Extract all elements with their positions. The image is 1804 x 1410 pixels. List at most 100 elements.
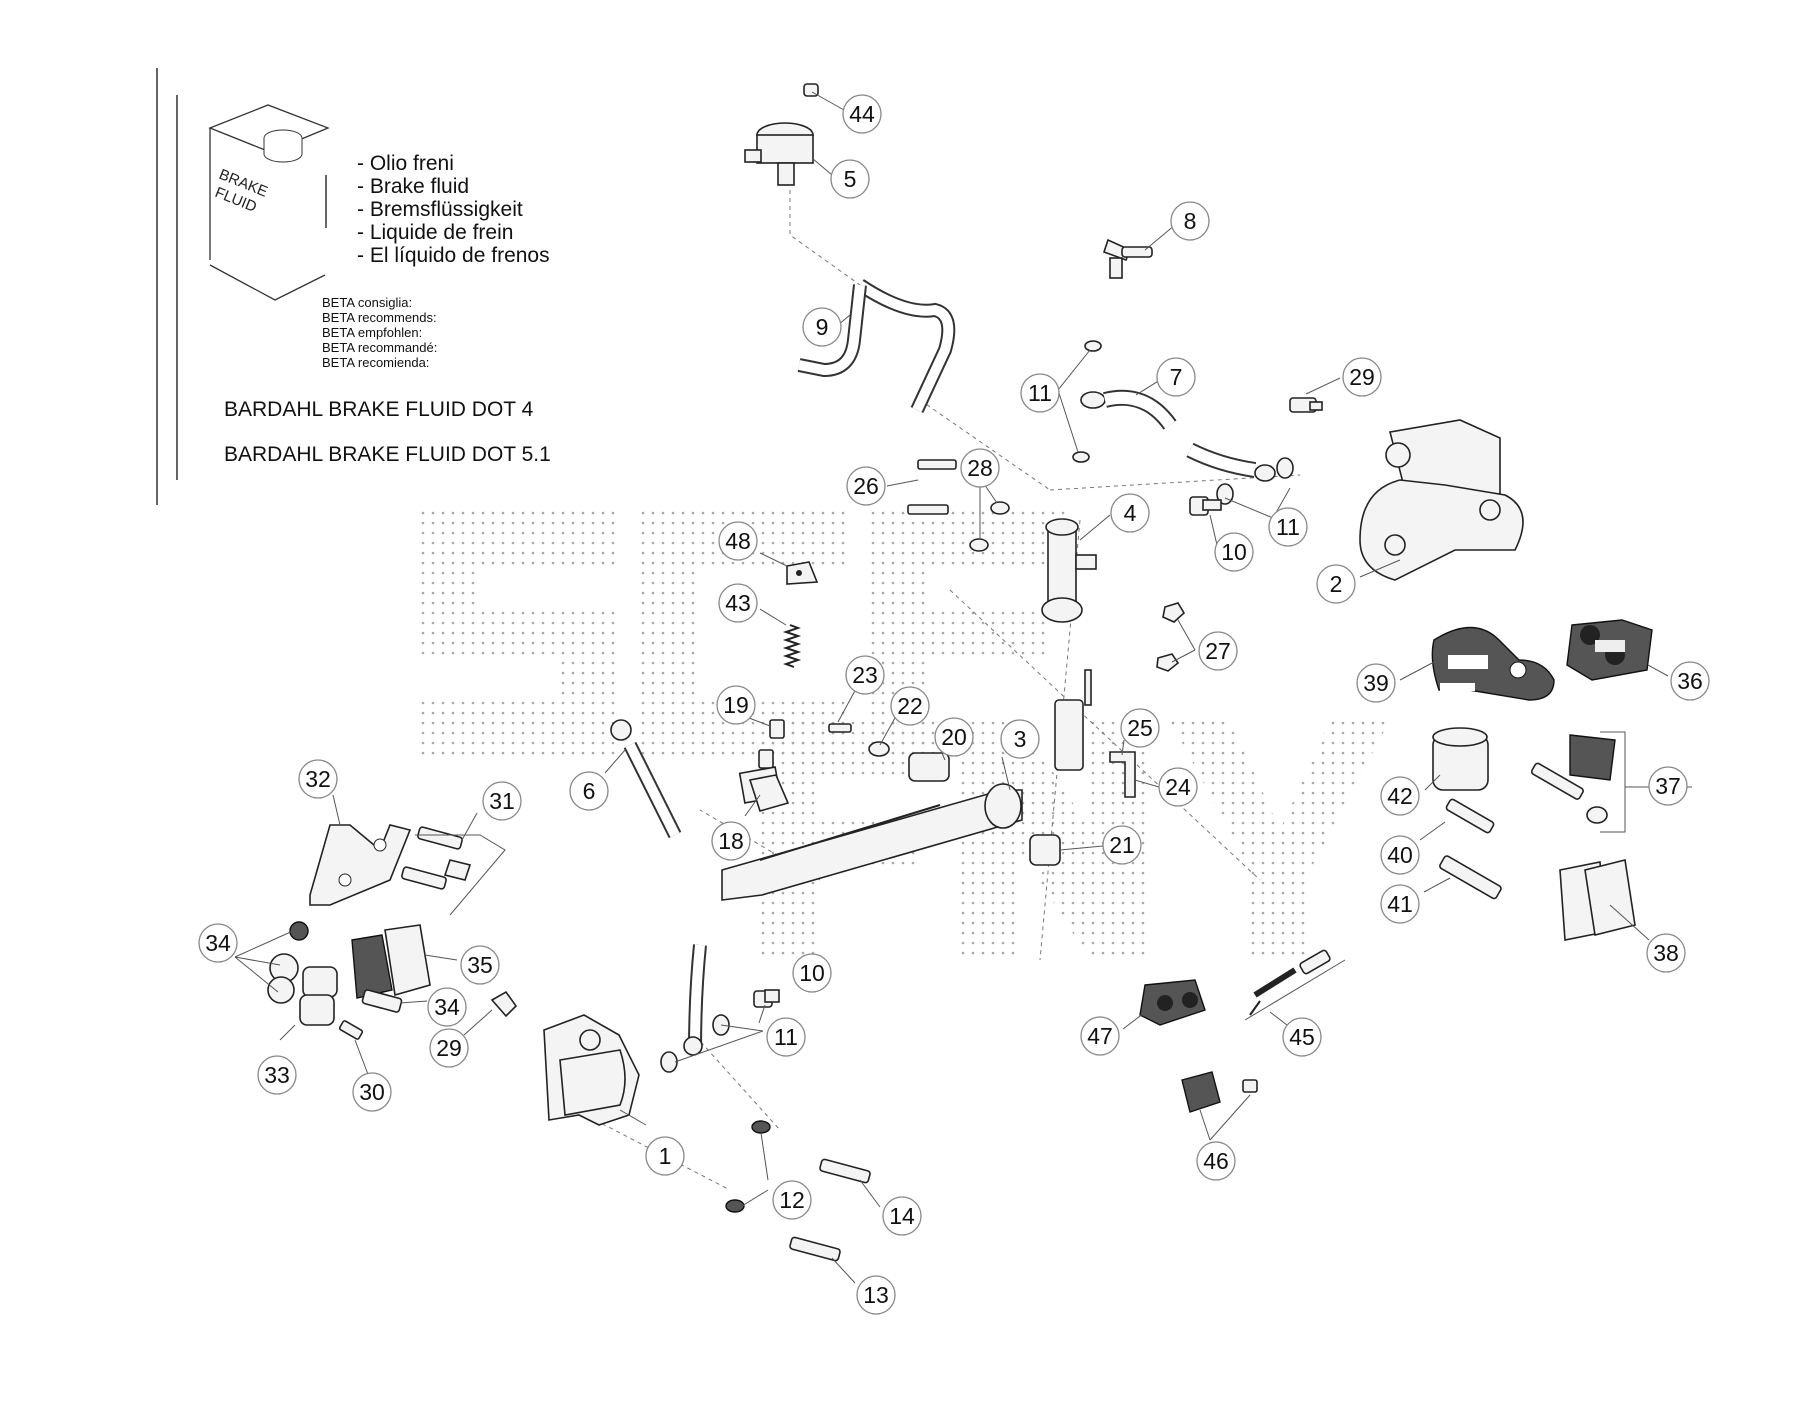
callout-number: 18 [718, 828, 744, 854]
callout-number: 23 [852, 662, 878, 688]
callout-20: 20 [934, 717, 974, 757]
part-bracket-32 [309, 824, 412, 906]
callout-circle [569, 771, 609, 811]
callout-circle [1648, 766, 1688, 806]
callout-number: 29 [1349, 364, 1375, 390]
part-master-cylinder-4 [1041, 518, 1097, 623]
callout-30: 30 [352, 1072, 392, 1112]
part-hose-lower [683, 944, 707, 1056]
callout-44: 44 [842, 94, 882, 134]
part-pad-38 [1559, 859, 1636, 941]
callout-48: 48 [718, 521, 758, 561]
callout-35: 35 [460, 945, 500, 985]
callout-41: 41 [1380, 884, 1420, 924]
callout-circle [1102, 825, 1142, 865]
callout-circle [1214, 532, 1254, 572]
part-kit-36 [1566, 619, 1653, 681]
callout-circle [830, 159, 870, 199]
callout-number: 40 [1387, 842, 1413, 868]
callout-11: 11 [766, 1017, 806, 1057]
callout-number: 41 [1387, 891, 1413, 917]
bracket-45 [1244, 959, 1346, 1021]
callout-circle [716, 685, 756, 725]
callout-40: 40 [1380, 835, 1420, 875]
callout-number: 2 [1330, 571, 1343, 597]
callout-6: 6 [569, 771, 609, 811]
callout-39: 39 [1356, 663, 1396, 703]
callout-18: 18 [711, 821, 751, 861]
callout-10: 10 [792, 953, 832, 993]
callout-number: 39 [1363, 670, 1389, 696]
part-hose-9 [797, 279, 956, 413]
callout-circle [429, 1028, 469, 1068]
callout-29: 29 [1342, 357, 1382, 397]
callout-3: 3 [1000, 719, 1040, 759]
callout-circle [960, 448, 1000, 488]
bracket-31 [415, 834, 506, 916]
callout-number: 27 [1205, 638, 1231, 664]
part-pistons-33 [299, 966, 338, 1026]
part-bleed-29b [490, 990, 518, 1018]
callout-33: 33 [257, 1055, 297, 1095]
callout-24: 24 [1158, 767, 1198, 807]
callout-circle [427, 987, 467, 1027]
callout-number: 32 [305, 766, 331, 792]
callout-circle [198, 923, 238, 963]
callout-4: 4 [1110, 493, 1150, 533]
fluid-name-fr: - Liquide de frein [357, 221, 514, 244]
part-caliper-2 [1359, 419, 1524, 581]
callout-number: 7 [1170, 364, 1183, 390]
callout-circle [1380, 835, 1420, 875]
part-reservoir-5 [744, 122, 814, 186]
legend-frame: BRAKE FLUID [156, 68, 330, 505]
callout-circle [856, 1275, 896, 1315]
callout-number: 11 [774, 1024, 798, 1050]
fluid-name-en: - Brake fluid [357, 175, 470, 198]
callout-21: 21 [1102, 825, 1142, 865]
fluid-name-it: - Olio freni [357, 152, 454, 175]
callout-circle [1342, 357, 1382, 397]
recommends-fr: BETA recommandé: [322, 340, 438, 355]
callout-number: 42 [1387, 783, 1413, 809]
part-nuts-27 [1156, 602, 1186, 672]
part-banjo-10b [753, 989, 780, 1008]
callout-circle [845, 655, 885, 695]
part-caliper-1 [543, 1014, 640, 1126]
callout-circle [1196, 1141, 1236, 1181]
callout-number: 14 [889, 1203, 915, 1229]
callout-25: 25 [1120, 708, 1160, 748]
callout-45: 45 [1282, 1017, 1322, 1057]
callout-number: 34 [434, 994, 460, 1020]
callout-43: 43 [718, 583, 758, 623]
part-bleed-29 [1289, 397, 1323, 413]
callout-number: 30 [359, 1079, 385, 1105]
callout-circle [1268, 507, 1308, 547]
callout-number: 8 [1184, 208, 1197, 234]
callout-23: 23 [845, 655, 885, 695]
part-bolts-31 [401, 826, 472, 890]
callout-number: 11 [1276, 514, 1300, 540]
callout-number: 37 [1655, 773, 1681, 799]
callout-number: 11 [1028, 380, 1052, 406]
callout-circle [1110, 493, 1150, 533]
parts [267, 83, 1653, 1262]
callout-number: 10 [1221, 539, 1247, 565]
part-spring-43 [782, 624, 802, 668]
callout-circle [882, 1196, 922, 1236]
part-bushing-21 [1029, 834, 1061, 866]
callout-14: 14 [882, 1196, 922, 1236]
callout-circle [1158, 767, 1198, 807]
part-washer-22 [868, 741, 890, 757]
part-bleed-8 [1102, 238, 1153, 279]
part-hose-6 [610, 719, 682, 839]
part-banjo-bolt-10 [1189, 496, 1222, 516]
callout-number: 21 [1109, 832, 1135, 858]
callout-number: 22 [897, 693, 923, 719]
part-washers-11 [660, 340, 1294, 1073]
callout-number: 36 [1677, 668, 1703, 694]
callout-12: 12 [772, 1180, 812, 1220]
watermark [420, 505, 1390, 960]
part-bolt-13 [789, 1236, 841, 1262]
callout-circle [1380, 884, 1420, 924]
